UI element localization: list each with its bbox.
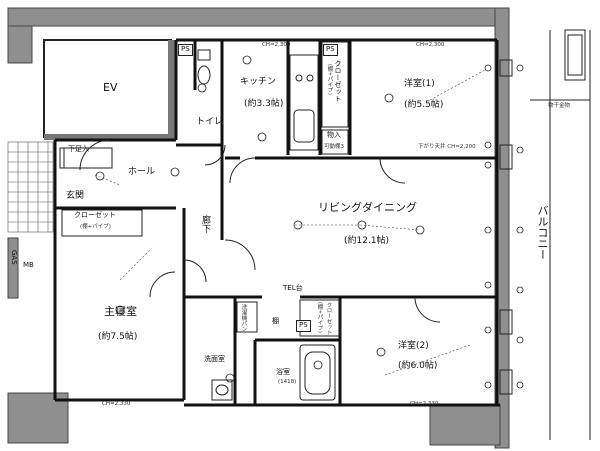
bath-size: (1418) [278, 379, 297, 385]
closet-2-label: クローゼット [325, 302, 332, 335]
closet-kitchen-label: クローゼット [334, 60, 342, 102]
shelf-label: 棚 [272, 317, 279, 325]
ceiling-label-4: CH=2,330 [410, 401, 439, 407]
bath-label: 浴室 [276, 368, 290, 376]
balcony-label: バルコニー [536, 205, 549, 260]
ps-badge-1: PS [178, 44, 193, 56]
closet-master-sub: (棚+パイプ) [80, 224, 111, 230]
ev-shadow [168, 40, 176, 140]
master-label: 主寝室 [104, 305, 137, 318]
western1-label: 洋室(1) [404, 79, 435, 89]
electrical-lines [94, 69, 486, 376]
staircase-grid [7, 141, 54, 233]
ceiling-label-2: CH=2,300 [416, 42, 445, 48]
toilet-label: トイレ [196, 117, 224, 127]
living-size: (約12.1帖) [344, 236, 390, 246]
wash-machine-label: 洗濯機パン [240, 304, 247, 332]
entrance-label: 玄関 [66, 191, 85, 201]
corridor-label: 廊下 [200, 215, 210, 233]
western2-label: 洋室(2) [398, 341, 429, 351]
ceiling-label-5: 下がり天井 CH=2,200 [418, 144, 476, 150]
closet-master-label: クローゼット [74, 211, 116, 219]
living-label: リビングダイニング [318, 201, 417, 214]
mb-label: MB [23, 261, 34, 269]
kitchen-label: キッチン [240, 77, 277, 87]
ev-block [43, 39, 172, 138]
hall-label: ホール [128, 167, 156, 177]
western1-size: (約5.5帖) [404, 100, 444, 110]
ps-badge-2: PS [323, 44, 338, 56]
balcony-rail-label: 物干金物 [548, 103, 571, 109]
fixtures [59, 29, 591, 440]
closet-2-sub: (棚+パイプ) [316, 302, 323, 333]
western2-size: (約6.0帖) [398, 361, 438, 371]
kitchen-size: (約3.3帖) [244, 99, 284, 109]
gas-label: GAS [10, 250, 18, 265]
tel-label: TEL台 [283, 284, 303, 292]
master-size: (約7.5帖) [98, 332, 138, 342]
ceiling-lights [95, 55, 425, 383]
storage-label: 物入 [327, 131, 341, 139]
storage-sub: 可動棚3 [324, 144, 344, 150]
ev-shadow-bottom [44, 134, 176, 140]
ps-badge-3: PS [296, 320, 311, 332]
washroom-label: 洗面室 [204, 355, 225, 363]
outlets [484, 64, 524, 389]
ceiling-label-1: CH=2,300 [262, 42, 291, 48]
shoe-box-label: 下足入 [68, 145, 89, 153]
ev-label: EV [103, 81, 118, 94]
ceiling-label-3: CH=2,330 [102, 401, 131, 407]
closet-kitchen-sub: (棚+パイプ) [326, 64, 333, 95]
